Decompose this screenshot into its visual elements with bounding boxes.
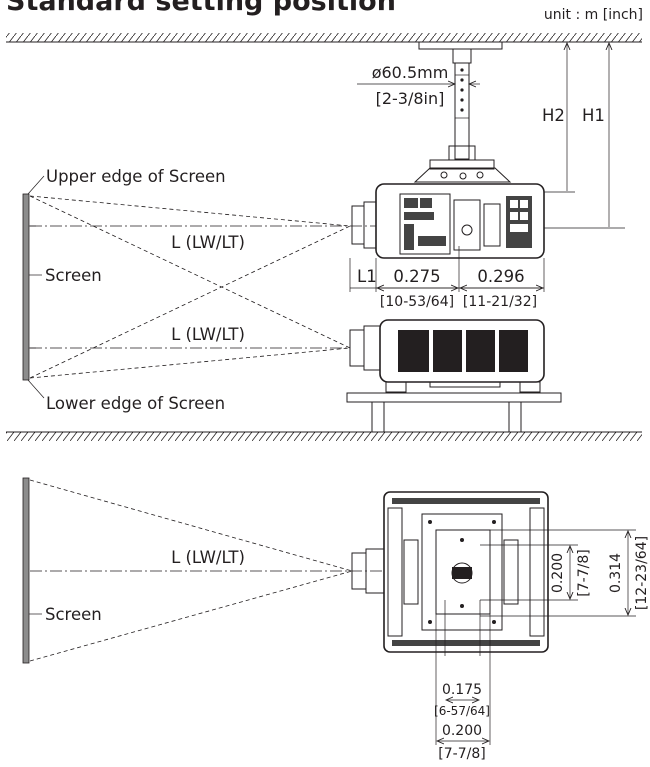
top-vertical-dimensions: 0.200 [7-7/8] 0.314 [12-23/64] xyxy=(480,529,650,617)
projector-floor-side xyxy=(349,319,545,393)
h-small-label: 0.175 xyxy=(442,682,482,698)
v-small-label: 0.200 xyxy=(550,553,566,593)
h-small-inch-label: [6-57/64] xyxy=(434,704,490,718)
h-large-inch-label: [7-7/8] xyxy=(438,746,485,762)
page-title: Standard setting position xyxy=(6,0,396,17)
pipe-diameter-label: ø60.5mm xyxy=(372,63,449,82)
l1-label: L1 xyxy=(357,267,377,286)
top-screen-label: Screen xyxy=(45,605,102,624)
v-large-label: 0.314 xyxy=(608,553,624,593)
pipe-diameter-inch-label: [2-3/8in] xyxy=(376,89,445,108)
ceiling xyxy=(6,33,642,43)
throw-lower-label: L (LW/LT) xyxy=(171,325,245,344)
lens-body-dimensions: L1 0.275 0.296 [10-53/64] [11-21/32] xyxy=(350,267,544,310)
unit-label: unit : m [inch] xyxy=(544,7,643,23)
stand xyxy=(346,392,562,433)
v-large-inch-label: [12-23/64] xyxy=(634,536,650,610)
throw-upper-label: L (LW/LT) xyxy=(171,233,245,252)
side-screen-label: Screen xyxy=(45,266,102,285)
dim-front-label: 0.275 xyxy=(393,267,440,286)
h1-label: H1 xyxy=(582,106,605,125)
upper-edge-label: Upper edge of Screen xyxy=(46,167,226,186)
dim-rear-inch-label: [11-21/32] xyxy=(463,294,537,310)
h2-label: H2 xyxy=(542,106,565,125)
dim-rear-label: 0.296 xyxy=(477,267,524,286)
height-dimensions: H2 H1 xyxy=(540,43,625,229)
side-screen: Upper edge of Screen Lower edge of Scree… xyxy=(22,167,226,413)
projector-ceiling-side xyxy=(349,183,545,292)
lower-edge-label: Lower edge of Screen xyxy=(46,394,225,413)
pipe-diameter-dimension: ø60.5mm [2-3/8in] xyxy=(357,63,480,108)
ceiling-mount-pipe xyxy=(413,41,512,183)
v-small-inch-label: [7-7/8] xyxy=(576,549,592,596)
top-screen: Screen xyxy=(22,477,102,664)
top-horizontal-dimensions: 0.175 [6-57/64] 0.200 [7-7/8] xyxy=(434,682,490,762)
projector-top xyxy=(351,491,549,745)
floor xyxy=(6,431,642,441)
top-throw-label: L (LW/LT) xyxy=(171,548,245,567)
h-large-label: 0.200 xyxy=(442,723,482,739)
side-projection-lines: L (LW/LT) L (LW/LT) xyxy=(29,195,545,379)
dim-front-inch-label: [10-53/64] xyxy=(380,294,454,310)
